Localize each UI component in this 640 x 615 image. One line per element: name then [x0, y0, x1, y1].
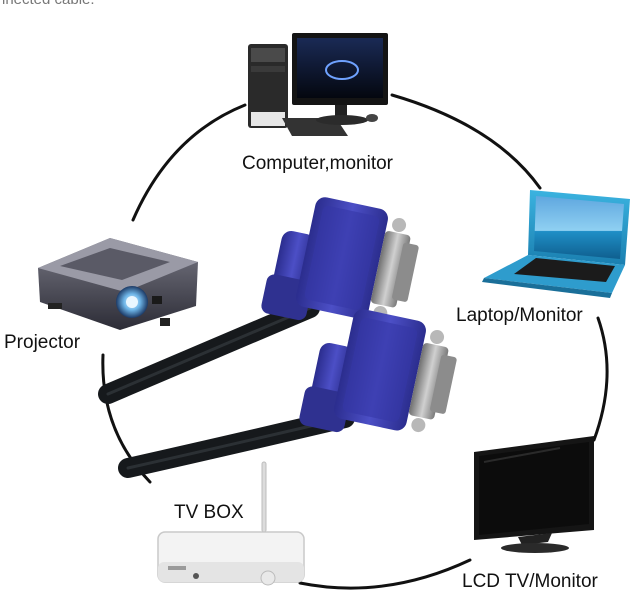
- ring-arc-top-right: [390, 93, 542, 190]
- ring-arc-top-left: [131, 103, 247, 222]
- vga-cable-image: [98, 197, 457, 478]
- connection-ring: [101, 93, 609, 590]
- projector-image: [38, 238, 198, 330]
- lcd-tv-image: [474, 436, 594, 553]
- label-projector: Projector: [4, 332, 81, 353]
- label-tv-box: TV BOX: [174, 502, 244, 523]
- label-lcd-tv-monitor: LCD TV/Monitor: [462, 571, 598, 592]
- cut-off-top-text: inected cable.: [2, 0, 95, 8]
- tv-box-image: [157, 461, 305, 586]
- ring-arc-right: [592, 316, 609, 442]
- computer-monitor-image: [248, 33, 388, 136]
- label-computer-monitor: Computer,monitor: [242, 153, 394, 174]
- laptop-image: [482, 190, 630, 298]
- label-laptop-monitor: Laptop/Monitor: [456, 305, 583, 326]
- ring-arc-bottom: [298, 558, 472, 590]
